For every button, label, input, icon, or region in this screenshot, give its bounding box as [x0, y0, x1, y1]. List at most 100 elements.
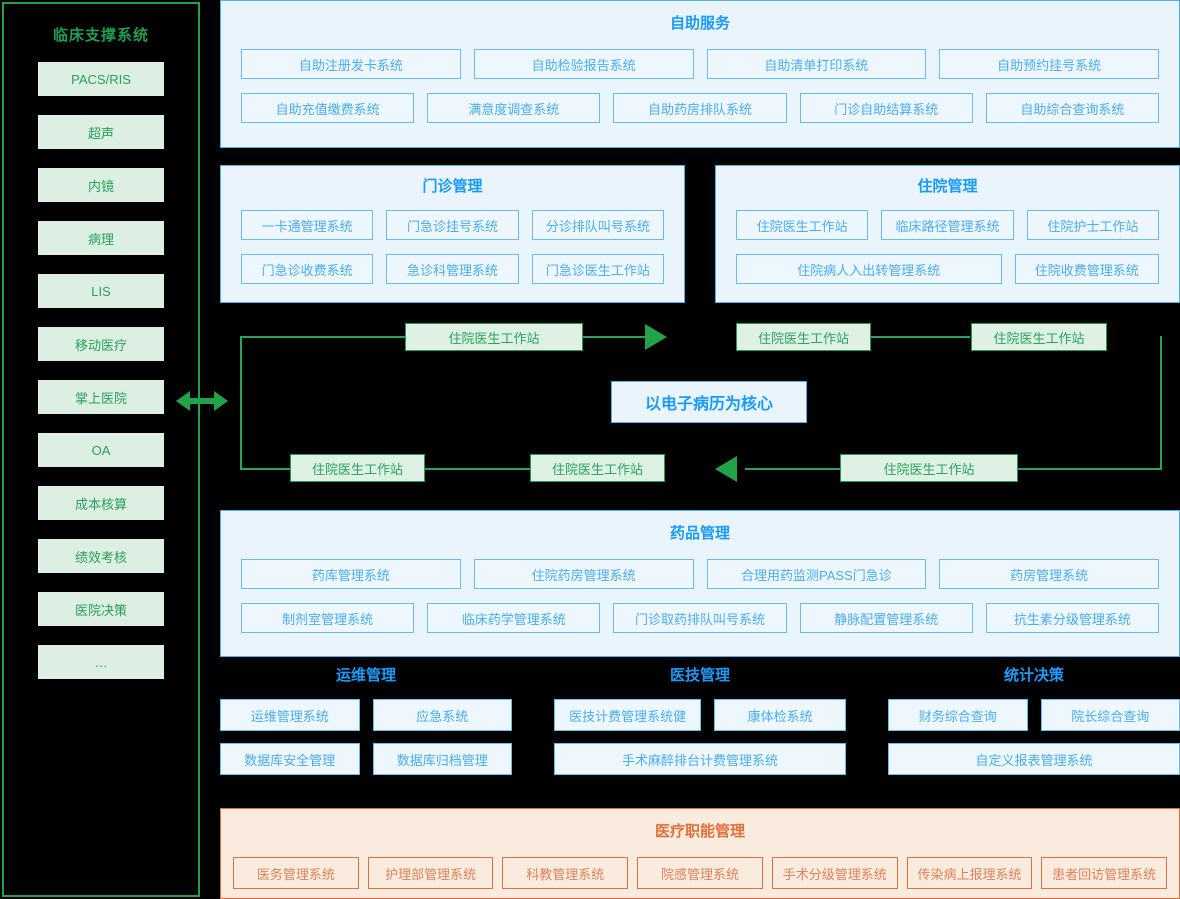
sidebar-item-pacs-ris[interactable]: PACS/RIS — [38, 62, 164, 96]
sidebar-item-oa[interactable]: OA — [38, 433, 164, 467]
chip-education-research[interactable]: 科教管理系统 — [502, 857, 629, 889]
section-inpatient-management: 住院管理 住院医生工作站 临床路径管理系统 住院护士工作站 住院病人入出转管理系… — [715, 165, 1180, 303]
operations-row-2: 数据库安全管理 数据库归档管理 — [220, 743, 512, 775]
chip-inpatient-charging[interactable]: 住院收费管理系统 — [1014, 254, 1159, 284]
chip-custom-report[interactable]: 自定义报表管理系统 — [888, 743, 1180, 775]
chip-clinical-pharmacy[interactable]: 临床药学管理系统 — [427, 603, 601, 633]
chip-triage-queue-calling[interactable]: 分诊排队叫号系统 — [531, 210, 664, 240]
operations-title: 运维管理 — [335, 667, 396, 684]
chip-medical-affairs[interactable]: 医务管理系统 — [233, 857, 359, 889]
chip-antibiotic-grading[interactable]: 抗生素分级管理系统 — [985, 603, 1160, 633]
chip-satisfaction-survey[interactable]: 满意度调查系统 — [427, 93, 601, 123]
medical-function-row: 医务管理系统 护理部管理系统 科教管理系统 院感管理系统 手术分级管理系统 传染… — [233, 857, 1168, 889]
chip-self-bill-print[interactable]: 自助清单打印系统 — [706, 49, 927, 79]
sidebar-item-hospital-decision[interactable]: 医院决策 — [38, 592, 164, 626]
chip-db-archiving[interactable]: 数据库归档管理 — [372, 743, 512, 775]
chip-president-query[interactable]: 院长综合查询 — [1040, 699, 1180, 731]
chip-outpatient-doctor-station[interactable]: 门急诊医生工作站 — [531, 254, 664, 284]
medtech-row-2: 手术麻醉排台计费管理系统 — [554, 743, 846, 775]
chip-inpatient-admission-transfer[interactable]: 住院病人入出转管理系统 — [736, 254, 1002, 284]
sidebar-item-mobile-health[interactable]: 移动医疗 — [38, 327, 164, 361]
chip-pass-rational-drug-use[interactable]: 合理用药监测PASS门急诊 — [706, 559, 927, 589]
chip-financial-query[interactable]: 财务综合查询 — [888, 699, 1028, 731]
sidebar-item-endoscopy[interactable]: 内镜 — [38, 168, 164, 202]
chip-one-card-management[interactable]: 一卡通管理系统 — [241, 210, 374, 240]
chip-anesthesia-scheduling[interactable]: 手术麻醉排台计费管理系统 — [554, 743, 846, 775]
drug-row-1: 药库管理系统 住院药房管理系统 合理用药监测PASS门急诊 药房管理系统 — [241, 559, 1159, 589]
chip-emergency-department[interactable]: 急诊科管理系统 — [386, 254, 519, 284]
emr-rail-top-left — [240, 336, 407, 338]
chip-infection-control[interactable]: 院感管理系统 — [637, 857, 763, 889]
inpatient-row-2: 住院病人入出转管理系统 住院收费管理系统 — [736, 254, 1159, 284]
chip-outpatient-drug-queue[interactable]: 门诊取药排队叫号系统 — [613, 603, 787, 633]
main-content: 自助服务 自助注册发卡系统 自助检验报告系统 自助清单打印系统 自助预约挂号系统… — [220, 0, 1180, 899]
statistics-title: 统计决策 — [1003, 667, 1064, 684]
outpatient-row-2: 门急诊收费系统 急诊科管理系统 门急诊医生工作站 — [241, 254, 664, 284]
chip-health-checkup[interactable]: 康体检系统 — [714, 699, 846, 731]
emr-rail-top-right-link — [870, 336, 970, 338]
bidirectional-arrow-icon — [176, 391, 228, 411]
emr-node-top-right-a[interactable]: 住院医生工作站 — [736, 323, 871, 351]
drug-row-2: 制剂室管理系统 临床药学管理系统 门诊取药排队叫号系统 静脉配置管理系统 抗生素… — [241, 603, 1160, 633]
emr-node-top-right-b[interactable]: 住院医生工作站 — [971, 323, 1107, 351]
chip-medtech-billing[interactable]: 医技计费管理系统健 — [554, 699, 702, 731]
chip-outpatient-charging[interactable]: 门急诊收费系统 — [241, 254, 374, 284]
self-service-row-2: 自助充值缴费系统 满意度调查系统 自助药房排队系统 门诊自助结算系统 自助综合查… — [241, 93, 1160, 123]
chip-nursing-department[interactable]: 护理部管理系统 — [367, 857, 494, 889]
sidebar-item-list: PACS/RIS 超声 内镜 病理 LIS 移动医疗 掌上医院 OA 成本核算 … — [4, 62, 198, 679]
emr-arrow-left-icon — [715, 456, 737, 482]
chip-self-appointment[interactable]: 自助预约挂号系统 — [939, 49, 1159, 79]
sidebar-clinical-support: 临床支撑系统 PACS/RIS 超声 内镜 病理 LIS 移动医疗 掌上医院 O… — [2, 2, 200, 897]
chip-clinical-pathway[interactable]: 临床路径管理系统 — [881, 210, 1014, 240]
chip-self-registration-card[interactable]: 自助注册发卡系统 — [241, 49, 461, 79]
chip-drug-warehouse[interactable]: 药库管理系统 — [241, 559, 461, 589]
chip-pharmacy-management[interactable]: 药房管理系统 — [939, 559, 1159, 589]
chip-iv-compounding[interactable]: 静脉配置管理系统 — [799, 603, 973, 633]
emr-node-bottom-left[interactable]: 住院医生工作站 — [290, 454, 425, 482]
emr-rail-right — [1160, 336, 1162, 470]
sidebar-item-pathology[interactable]: 病理 — [38, 221, 164, 255]
drug-title: 药品管理 — [669, 525, 730, 542]
chip-preparation-room[interactable]: 制剂室管理系统 — [241, 603, 415, 633]
chip-ops-management-system[interactable]: 运维管理系统 — [220, 699, 360, 731]
statistics-row-1: 财务综合查询 院长综合查询 — [888, 699, 1180, 731]
sidebar-item-more[interactable]: … — [38, 645, 164, 679]
section-medtech-management: 医技管理 医技计费管理系统健 康体检系统 手术麻醉排台计费管理系统 — [554, 664, 846, 775]
outpatient-title: 门诊管理 — [422, 178, 483, 195]
chip-self-recharge-payment[interactable]: 自助充值缴费系统 — [241, 93, 415, 123]
section-medical-function-management: 医疗职能管理 医务管理系统 护理部管理系统 科教管理系统 院感管理系统 手术分级… — [220, 808, 1180, 899]
chip-surgery-grading[interactable]: 手术分级管理系统 — [771, 857, 898, 889]
emr-rail-top-mid — [580, 336, 665, 338]
section-outpatient-management: 门诊管理 一卡通管理系统 门急诊挂号系统 分诊排队叫号系统 门急诊收费系统 急诊… — [220, 165, 685, 303]
chip-outpatient-self-settle[interactable]: 门诊自助结算系统 — [799, 93, 973, 123]
emr-node-bottom-right[interactable]: 住院医生工作站 — [840, 454, 1018, 482]
sidebar-item-performance[interactable]: 绩效考核 — [38, 539, 164, 573]
outpatient-row-1: 一卡通管理系统 门急诊挂号系统 分诊排队叫号系统 — [241, 210, 664, 240]
chip-self-lab-report[interactable]: 自助检验报告系统 — [473, 49, 694, 79]
chip-inpatient-nurse-station[interactable]: 住院护士工作站 — [1026, 210, 1159, 240]
chip-inpatient-pharmacy[interactable]: 住院药房管理系统 — [473, 559, 694, 589]
sidebar-item-ultrasound[interactable]: 超声 — [38, 115, 164, 149]
chip-self-general-query[interactable]: 自助综合查询系统 — [985, 93, 1160, 123]
chip-db-security[interactable]: 数据库安全管理 — [220, 743, 360, 775]
chip-outpatient-registration[interactable]: 门急诊挂号系统 — [386, 210, 519, 240]
chip-emergency-system[interactable]: 应急系统 — [372, 699, 512, 731]
section-drug-management: 药品管理 药库管理系统 住院药房管理系统 合理用药监测PASS门急诊 药房管理系… — [220, 510, 1180, 657]
sidebar-item-lis[interactable]: LIS — [38, 274, 164, 308]
sidebar-item-palm-hospital[interactable]: 掌上医院 — [38, 380, 164, 414]
chip-patient-followup[interactable]: 患者回访管理系统 — [1041, 857, 1168, 889]
emr-node-top-left[interactable]: 住院医生工作站 — [405, 323, 583, 351]
medical-function-title: 医疗职能管理 — [654, 823, 745, 840]
sidebar-item-cost-accounting[interactable]: 成本核算 — [38, 486, 164, 520]
chip-infectious-reporting[interactable]: 传染病上报理系统 — [906, 857, 1033, 889]
inpatient-row-1: 住院医生工作站 临床路径管理系统 住院护士工作站 — [736, 210, 1159, 240]
chip-self-pharmacy-queue[interactable]: 自助药房排队系统 — [613, 93, 787, 123]
chip-inpatient-doctor-station[interactable]: 住院医生工作站 — [736, 210, 869, 240]
emr-core-label: 以电子病历为核心 — [611, 381, 807, 423]
self-service-row-1: 自助注册发卡系统 自助检验报告系统 自助清单打印系统 自助预约挂号系统 — [241, 49, 1159, 79]
medtech-row-1: 医技计费管理系统健 康体检系统 — [554, 699, 846, 731]
sidebar-title: 临床支撑系统 — [52, 27, 149, 44]
inpatient-title: 住院管理 — [917, 178, 978, 195]
emr-rail-bottom-arrow-line — [745, 468, 840, 470]
emr-node-bottom-mid[interactable]: 住院医生工作站 — [530, 454, 665, 482]
